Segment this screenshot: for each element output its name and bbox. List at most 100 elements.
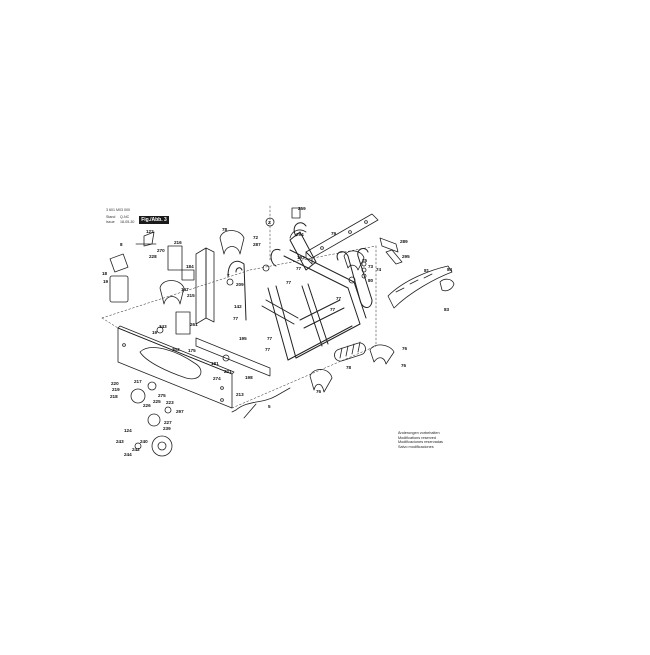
power-cord (235, 387, 291, 411)
issue-label: Issue (106, 220, 115, 224)
tube-caps (348, 261, 367, 284)
switch-box (167, 245, 183, 271)
part-number: 219 (112, 387, 120, 392)
part-number: 215 (187, 293, 195, 298)
part-number: 242 (132, 447, 140, 452)
part-number: 124 (124, 428, 132, 433)
part-number: 244 (124, 452, 132, 457)
part-number: 184 (186, 264, 194, 269)
part-number: 223 (166, 400, 174, 405)
washer (147, 381, 157, 391)
part-number: 303 (172, 347, 180, 352)
part-number: 142 (234, 304, 242, 309)
part-number: 77 (330, 307, 336, 312)
part-number: 74 (376, 267, 382, 272)
part-number: 259 (298, 206, 306, 211)
tube-frame (227, 222, 373, 361)
part-number: 239 (163, 426, 171, 431)
part-number: 243 (116, 439, 124, 444)
figure-tag: Fig./Abb. 3 (139, 216, 169, 224)
part-number: 240 (140, 439, 148, 444)
screw-top (262, 264, 270, 272)
part-number: 81 (424, 268, 430, 273)
cord-end (231, 403, 257, 419)
part-number: 218 (110, 394, 118, 399)
switch-housing (109, 275, 129, 303)
stand-label: Stand (106, 215, 116, 219)
part-number: 175 (188, 348, 196, 353)
issue-value: 18-05-30 (120, 220, 135, 224)
part-number: 77 (286, 280, 292, 285)
part-number: 221 (224, 369, 232, 374)
part-number: 7 (227, 273, 230, 278)
part-number: 209 (236, 282, 244, 287)
part-number: 122 (146, 229, 154, 234)
note-pt: Salvo modificaciones (398, 444, 434, 449)
part-number: 72 (253, 235, 259, 240)
part-number: 83 (444, 307, 450, 312)
part-number: 195 (239, 336, 247, 341)
part-number: 80 (368, 278, 374, 283)
knob (130, 388, 146, 404)
part-number: Z (268, 220, 271, 225)
part-number: 198 (245, 375, 253, 380)
part-number: 73 (368, 264, 374, 269)
screw-head (134, 442, 142, 450)
part-number: 193 (297, 255, 305, 260)
part-number: 197 (181, 287, 189, 292)
nut (156, 326, 164, 334)
part-number: 287 (253, 242, 261, 247)
switch-plate (109, 253, 129, 273)
note-es: Modificaciones reservadas (398, 440, 443, 445)
note-en: Modifications reserved (398, 435, 436, 440)
part-number: 19 (103, 279, 109, 284)
circle-Z (265, 217, 275, 227)
small-block (181, 269, 195, 281)
part-number: 18 (102, 271, 108, 276)
guide-rail (195, 337, 271, 377)
part-number: 343 (159, 324, 167, 329)
stand-value: Q-NC (120, 215, 130, 219)
part-number: 294 (296, 232, 304, 237)
part-number: 77 (233, 316, 239, 321)
part-number: 76 (402, 346, 408, 351)
doc-number: 3 601 M03 000 (106, 208, 130, 212)
part-number: 289 (400, 239, 408, 244)
clamp-upper-right (343, 250, 365, 271)
part-number: 274 (213, 376, 221, 381)
part-number: 297 (176, 409, 184, 414)
clamp-right (369, 344, 395, 365)
part-number: 78 (346, 365, 352, 370)
callouts: 8 122 216 228 270 18 19 184 215 197 7 20… (102, 206, 453, 457)
clamp-left (159, 280, 185, 305)
part-number: 216 (174, 240, 182, 245)
part-number: 84 (447, 267, 453, 272)
wheel-hub (157, 441, 167, 451)
part-number: 226 (143, 403, 151, 408)
part-number: 181 (211, 361, 219, 366)
part-number: 261 (190, 322, 198, 327)
part-number: 78 (222, 227, 228, 232)
part-number: 5 (268, 404, 271, 409)
part-number: 295 (402, 254, 410, 259)
part-number: 77 (296, 266, 302, 271)
part-number: 77 (336, 296, 342, 301)
clamp-top (219, 230, 245, 255)
part-number: 217 (134, 379, 142, 384)
bracket-122 (135, 231, 157, 247)
lift-handle (289, 207, 455, 292)
part-number: 19 (152, 330, 158, 335)
hub (147, 413, 161, 427)
clamp-bottom (309, 369, 333, 393)
assembly-lines (101, 205, 377, 409)
left-bracket (195, 247, 215, 325)
part-number: 270 (157, 248, 165, 253)
part-number: 76 (401, 363, 407, 368)
part-number: 76 (316, 389, 322, 394)
bevel-wheel (151, 435, 173, 457)
part-number: 220 (111, 381, 119, 386)
part-number: 79 (331, 231, 337, 236)
grip-tube (334, 341, 366, 362)
